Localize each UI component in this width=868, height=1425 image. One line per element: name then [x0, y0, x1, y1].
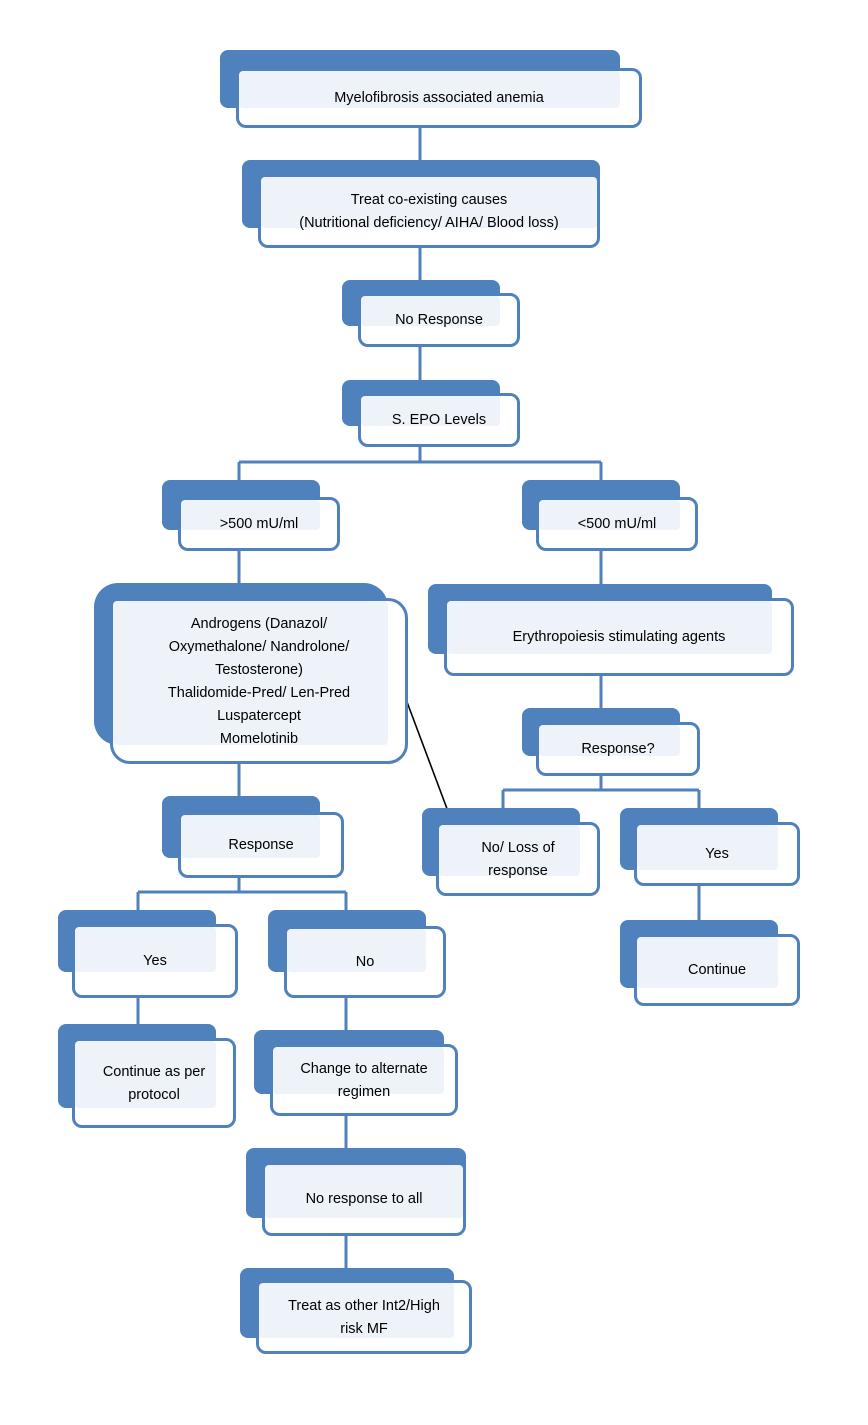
- node-text-line: No/ Loss of: [481, 839, 555, 856]
- node-text-line: Continue: [687, 962, 747, 978]
- node-text-line: Thalidomide-Pred/ Len-Pred: [167, 684, 351, 701]
- node-text-line: Yes: [705, 846, 729, 862]
- node-text-line: Change to alternate: [300, 1060, 428, 1077]
- node-text-line: regimen: [337, 1083, 391, 1100]
- node-text-line: Treat co-existing causes: [350, 191, 508, 208]
- node-text-line: protocol: [128, 1086, 180, 1103]
- node-text-line: Yes: [143, 953, 167, 969]
- node-text-line: Myelofibrosis associated anemia: [334, 90, 544, 106]
- node-text-line: risk MF: [340, 1320, 388, 1337]
- node-text-line: Erythropoiesis stimulating agents: [512, 629, 726, 645]
- node-text-line: Continue as per: [102, 1063, 206, 1080]
- node-text-line: <500 mU/ml: [577, 516, 657, 532]
- node-text-line: response: [488, 862, 548, 879]
- node-text-line: Momelotinib: [219, 730, 299, 747]
- node-text-line: Androgens (Danazol/: [190, 615, 328, 632]
- node-text-line: No: [355, 954, 375, 970]
- node-text-line: Luspatercept: [217, 707, 301, 724]
- node-text-line: No response to all: [305, 1191, 423, 1207]
- node-text-line: (Nutritional deficiency/ AIHA/ Blood los…: [299, 214, 559, 231]
- node-text-line: Testosterone): [215, 661, 303, 678]
- node-text-line: Response: [228, 837, 294, 853]
- node-text-line: S. EPO Levels: [391, 412, 487, 428]
- node-text-line: No Response: [395, 312, 483, 328]
- node-text-line: Treat as other Int2/High: [288, 1297, 440, 1314]
- node-text-line: Oxymethalone/ Nandrolone/: [168, 638, 350, 655]
- node-text-line: Response?: [581, 741, 655, 757]
- node-text-line: >500 mU/ml: [219, 516, 299, 532]
